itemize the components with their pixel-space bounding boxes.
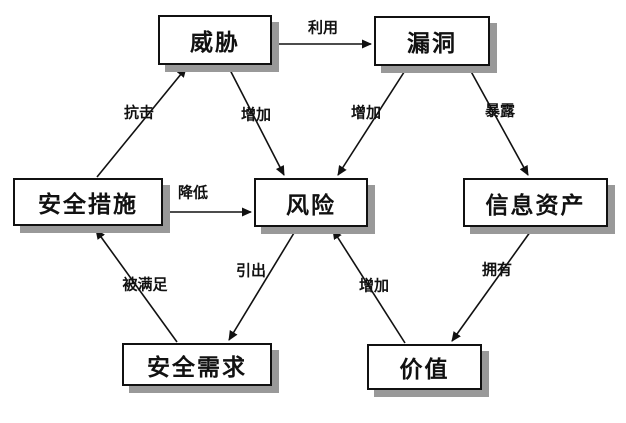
edge-label-increase-value: 增加 (358, 277, 390, 295)
node-security-requirements-label: 安全需求 (147, 353, 247, 380)
edge-increase-vuln-risk-line (337, 65, 409, 176)
node-value-label: 价值 (399, 356, 450, 382)
edge-increase-value-risk-line (332, 229, 406, 344)
edge-label-reduce: 降低 (177, 184, 209, 202)
edge-satisfied-line (95, 229, 178, 343)
node-threat-label: 威胁 (190, 29, 240, 55)
edge-label-elicit: 引出 (235, 262, 267, 280)
node-risk: 风险 (254, 178, 368, 227)
node-security-requirements: 安全需求 (122, 343, 272, 386)
node-risk-label: 风险 (286, 191, 336, 218)
edge-label-expose: 暴露 (484, 102, 516, 120)
node-security-measures-label: 安全措施 (38, 191, 138, 217)
edge-increase-threat-risk-line (227, 65, 285, 176)
node-threat: 威胁 (158, 15, 272, 65)
edge-label-increase-vuln: 增加 (350, 104, 382, 122)
edge-label-resist: 抗击 (123, 104, 155, 122)
node-value: 价值 (367, 344, 482, 390)
edge-resist-line (96, 67, 187, 178)
edge-own-line (451, 227, 534, 342)
edge-label-exploit: 利用 (307, 19, 339, 37)
edge-label-satisfied: 被满足 (122, 276, 168, 294)
edge-label-own: 拥有 (481, 261, 513, 279)
node-vulnerability: 漏洞 (374, 16, 490, 66)
node-information-assets-label: 信息资产 (485, 191, 586, 218)
node-information-assets: 信息资产 (463, 178, 608, 227)
node-security-measures: 安全措施 (13, 178, 163, 226)
node-vulnerability-label: 漏洞 (407, 30, 457, 56)
edge-expose-line (467, 65, 529, 176)
edge-elicit-line (228, 227, 298, 341)
edge-label-increase-threat: 增加 (240, 106, 272, 124)
